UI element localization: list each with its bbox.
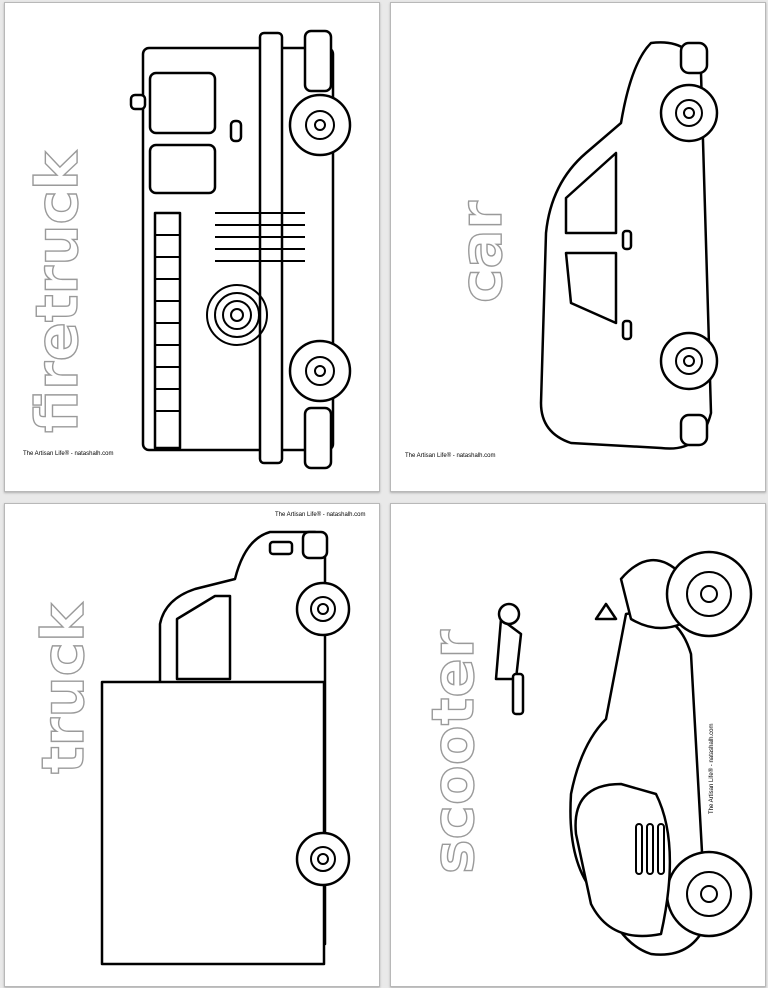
coloring-page-truck: truck The Artisan Life® - natashalh.com [4,503,380,987]
traced-word: firetruck [23,150,91,433]
coloring-page-firetruck: firetruck The Artisan Life® - natashalh.… [4,2,380,492]
credit-text: The Artisan Life® - natashalh.com [23,451,114,457]
traced-word: car [447,200,515,303]
credit-text: The Artisan Life® - natashalh.com [275,512,366,518]
truck-icon: truck [28,530,351,966]
coloring-page-car: car The Artisan Life® - natashalh.com [390,2,766,492]
credit-text: The Artisan Life® - natashalh.com [405,453,496,459]
credit-text: The Artisan Life® - natashalh.com [709,723,715,814]
car-icon: car [446,41,719,450]
traced-word: truck [29,602,97,774]
coloring-page-scooter: scooter The Artisan Life® - natashalh.co… [390,503,766,987]
firetruck-icon: firetruck [22,29,352,470]
traced-word: scooter [419,629,487,874]
scooter-icon: scooter [418,550,753,956]
